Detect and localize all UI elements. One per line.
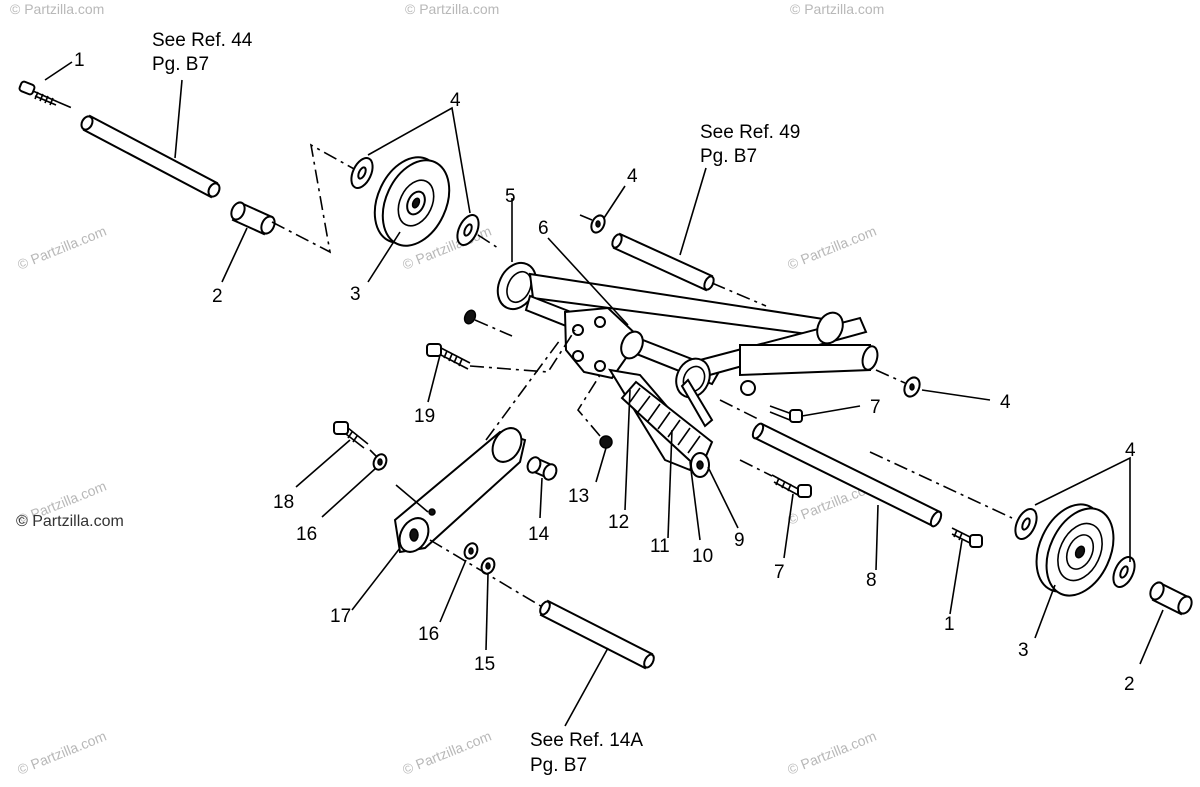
shaft-part-8 <box>751 422 943 528</box>
washer-part-4-left-b <box>456 214 480 246</box>
bolt-part-1-left <box>18 80 59 106</box>
idler-wheel-part-3-left <box>373 156 451 247</box>
watermark: © Partzilla.com <box>15 728 108 778</box>
ref-44-line2: Pg. B7 <box>152 54 209 75</box>
watermark: © Partzilla.com <box>785 223 878 273</box>
callout-15: 15 <box>474 654 495 675</box>
bolt-part-7-upper <box>769 405 803 423</box>
callout-2-right: 2 <box>1124 674 1135 695</box>
spacer-part-2-left <box>230 201 276 236</box>
callout-3-left: 3 <box>350 284 361 305</box>
callout-4-right: 4 <box>1000 392 1011 413</box>
watermark: © Partzilla.com <box>10 1 104 17</box>
washer-part-16-upper <box>372 453 388 471</box>
callout-5: 5 <box>505 186 516 207</box>
spacer-part-2-right <box>1149 581 1193 616</box>
watermark: © Partzilla.com <box>785 728 878 778</box>
watermark: © Partzilla.com <box>16 513 124 530</box>
nut-part-13 <box>599 435 613 449</box>
callout-13: 13 <box>568 486 589 507</box>
ref-44-line1: See Ref. 44 <box>152 30 253 51</box>
callout-1-right: 1 <box>944 614 955 635</box>
callout-16-lower: 16 <box>418 624 439 645</box>
watermark: © Partzilla.com <box>15 223 108 273</box>
link-arm-part-17 <box>393 427 527 554</box>
ref-14a-line2: Pg. B7 <box>530 755 587 776</box>
callout-4-upper: 4 <box>627 166 638 187</box>
shaft-see-ref-49 <box>611 232 715 292</box>
idler-wheel-part-3-right <box>1035 503 1115 597</box>
callout-19: 19 <box>414 406 435 427</box>
ref-49-line2: Pg. B7 <box>700 146 757 167</box>
washer-part-4-right <box>903 376 921 398</box>
callout-4-top: 4 <box>450 90 461 111</box>
ref-14a-label: See Ref. 14A Pg. B7 <box>530 730 643 776</box>
watermark: © Partzilla.com <box>400 728 493 778</box>
callout-14: 14 <box>528 524 550 545</box>
washer-part-4-right-b <box>1112 556 1136 588</box>
callout-9: 9 <box>734 530 745 551</box>
ref-44-label: See Ref. 44 Pg. B7 <box>152 30 253 75</box>
washer-part-4-upper <box>590 214 606 234</box>
shaft-see-ref-44 <box>80 114 221 199</box>
callout-4-lower-right: 4 <box>1125 440 1136 461</box>
shock-absorber-assembly <box>608 368 714 478</box>
spacer-part-14 <box>526 456 558 481</box>
watermark: © Partzilla.com <box>405 1 499 17</box>
washer-part-16-lower <box>463 542 479 560</box>
washer-part-4-right-a <box>1014 508 1038 540</box>
watermark: © Partzilla.com <box>790 1 884 17</box>
ref-49-line1: See Ref. 49 <box>700 122 800 143</box>
callout-16-left: 16 <box>296 524 317 545</box>
callout-3-right: 3 <box>1018 640 1029 661</box>
bolt-part-18 <box>333 421 369 449</box>
bolt-part-7-lower <box>771 474 812 498</box>
washer-part-4-left-a <box>350 157 374 189</box>
callout-10: 10 <box>692 546 713 567</box>
bushing-part-15 <box>480 557 496 575</box>
callout-7-upper: 7 <box>870 397 881 418</box>
callout-6: 6 <box>538 218 549 239</box>
callout-11: 11 <box>650 536 670 557</box>
bolt-part-19 <box>426 343 471 370</box>
callout-8: 8 <box>866 570 877 591</box>
callout-12: 12 <box>608 512 629 533</box>
callout-1-left: 1 <box>74 50 85 71</box>
callout-layer: 1 2 3 4 5 6 4 4 7 4 19 18 16 17 14 13 12… <box>74 50 1136 695</box>
ref-49-label: See Ref. 49 Pg. B7 <box>700 122 800 167</box>
callout-2-left: 2 <box>212 286 223 307</box>
callout-7-lower: 7 <box>774 562 785 583</box>
mounting-bracket-part-6 <box>563 306 644 380</box>
shaft-see-ref-14a <box>539 599 655 670</box>
nut-part-19-top <box>463 309 477 325</box>
callout-18: 18 <box>273 492 294 513</box>
callout-17: 17 <box>330 606 351 627</box>
ref-14a-line1: See Ref. 14A <box>530 730 643 751</box>
bolt-part-1-right <box>951 527 983 548</box>
